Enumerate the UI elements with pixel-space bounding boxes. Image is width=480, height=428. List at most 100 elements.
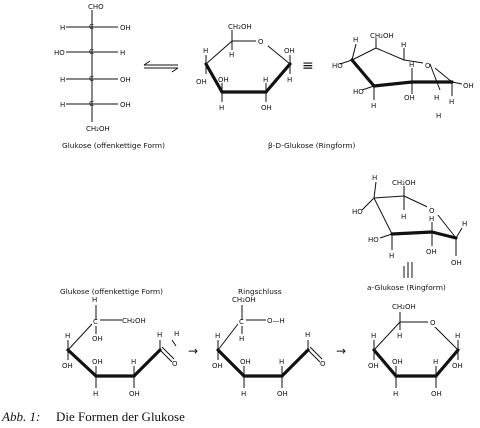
hydrogen: H: [449, 98, 454, 106]
hydrogen: H: [279, 358, 284, 366]
reaction-arrow: →: [188, 344, 198, 358]
equivalence-sign: ≡: [302, 58, 314, 74]
hydroxyl-group: OH: [92, 335, 103, 343]
hydrogen: H: [433, 358, 438, 366]
hydrogen: H: [92, 296, 97, 304]
hydrogen: H: [239, 335, 244, 343]
hydroxymethyl-group: CH₂OH: [228, 23, 252, 31]
label-beta-ring: β-D-Glukose (Ringform): [268, 141, 356, 150]
ring-closure-structure: CH₂OH C O—H H H OH OH H H OH O H: [212, 296, 326, 398]
hydroxyl-group: HO: [352, 208, 363, 216]
hydroxymethyl-group: CH₂OH: [392, 179, 416, 187]
hydroxyl-group: OH: [62, 362, 73, 370]
ring-oxygen: O: [425, 62, 431, 70]
hydroxyl-group: OH: [463, 82, 474, 90]
fischer-projection-top: CHO C C C C H OH HO H H OH H OH CH₂OH: [54, 3, 131, 133]
hydroxyl-group: OH: [92, 358, 103, 366]
hydrogen: H: [429, 215, 434, 223]
hydroxyl-group: OH: [240, 358, 251, 366]
hydrogen: H: [241, 390, 246, 398]
hydrogen: H: [60, 24, 65, 32]
hydroxyl-group: OH: [451, 259, 462, 267]
ring-oxygen: O: [429, 207, 435, 215]
hydroxyl-group: OH: [392, 358, 403, 366]
hydroxyl-group: OH: [129, 390, 140, 398]
hydroxyl-group: OH: [261, 104, 272, 112]
hydroxyl-group: OH: [196, 78, 207, 86]
carbonyl-oxygen: O: [172, 360, 178, 368]
hydroxyl-group: OH: [277, 390, 288, 398]
hydrogen: H: [455, 332, 460, 340]
hydrogen: H: [389, 252, 394, 260]
carbon-5: C: [239, 318, 244, 326]
label-ring-closure: Ringschluss: [238, 287, 282, 296]
open-chain-curled: H C CH₂OH OH H OH OH H H OH O H H: [62, 296, 179, 398]
hydroxyl-group: OH: [284, 47, 295, 55]
hydroxymethyl-group: CH₂OH: [122, 317, 146, 325]
hydroxyl-group: OH: [120, 76, 131, 84]
hydrogen: H: [263, 76, 268, 84]
hydrogen: H: [287, 76, 292, 84]
hydrogen: H: [393, 390, 398, 398]
hydrogen: H: [409, 61, 414, 69]
hydrogen: H: [174, 330, 179, 338]
carbon-4: C: [89, 75, 94, 83]
hydroxyl-group: OH: [368, 362, 379, 370]
carbon-3: C: [89, 48, 94, 56]
figure-number: Abb. 1:: [2, 409, 41, 424]
carbon-2: C: [89, 23, 94, 31]
hydrogen: H: [65, 332, 70, 340]
alpha-ring-haworth: O CH₂OH H H OH OH H H OH H OH: [368, 303, 463, 398]
hydroxyl-group: OH: [426, 248, 437, 256]
hydrogen: H: [93, 390, 98, 398]
hydroxyl-group: OH: [452, 362, 463, 370]
label-open-chain-bottom: Glukose (offenkettige Form): [60, 287, 163, 296]
hydrogen: H: [60, 101, 65, 109]
hydrogen: H: [372, 174, 377, 182]
hydrogen: H: [229, 51, 234, 59]
hydroxyl-group: HO: [368, 236, 379, 244]
alpha-chair-conformation: O CH₂OH H HO H HO H H OH H OH: [352, 174, 467, 267]
hydrogen: H: [131, 358, 136, 366]
vertical-equivalence-sign: [403, 262, 413, 278]
hydrogen: H: [371, 332, 376, 340]
equilibrium-arrow: [143, 60, 179, 73]
hydrogen: H: [305, 331, 310, 339]
hydroxyl-group: HO: [353, 88, 364, 96]
hydrogen: H: [434, 94, 439, 102]
hydroxyl-group: OH: [212, 362, 223, 370]
carbon-5: C: [89, 100, 94, 108]
ring-oxygen: O: [430, 319, 436, 327]
ring-oxygen: O: [258, 38, 264, 46]
hydrogen: H: [401, 213, 406, 221]
hydroxyl-oxygen: O—H: [267, 317, 285, 325]
reaction-arrow: →: [336, 344, 346, 358]
carbonyl-oxygen: O: [320, 360, 326, 368]
beta-ring-haworth: O CH₂OH H H OH OH H H OH OH H: [196, 23, 295, 112]
aldehyde-group: CHO: [88, 3, 104, 11]
hydrogen: H: [60, 76, 65, 84]
hydroxymethyl-group: CH₂OH: [370, 32, 394, 40]
hydroxyl-group: HO: [332, 62, 343, 70]
hydroxyl-group: HO: [54, 49, 65, 57]
hydroxyl-group: OH: [404, 94, 415, 102]
hydroxyl-group: OH: [431, 390, 442, 398]
hydrogen: H: [371, 102, 376, 110]
hydroxymethyl-group: CH₂OH: [232, 296, 256, 304]
hydrogen: H: [397, 332, 402, 340]
hydrogen: H: [353, 36, 358, 44]
hydroxyl-group: OH: [120, 101, 131, 109]
hydrogen: H: [436, 112, 441, 120]
carbon-5: C: [93, 318, 98, 326]
hydrogen: H: [219, 104, 224, 112]
hydrogen: H: [215, 332, 220, 340]
hydroxymethyl-group: CH₂OH: [392, 303, 416, 311]
label-open-chain-top: Glukose (offenkettige Form): [62, 141, 165, 150]
hydrogen: H: [157, 331, 162, 339]
hydroxymethyl-group: CH₂OH: [86, 125, 110, 133]
figure-caption: Die Formen der Glukose: [56, 409, 185, 424]
hydrogen: H: [203, 47, 208, 55]
hydrogen: H: [120, 49, 125, 57]
hydroxyl-group: OH: [218, 76, 229, 84]
